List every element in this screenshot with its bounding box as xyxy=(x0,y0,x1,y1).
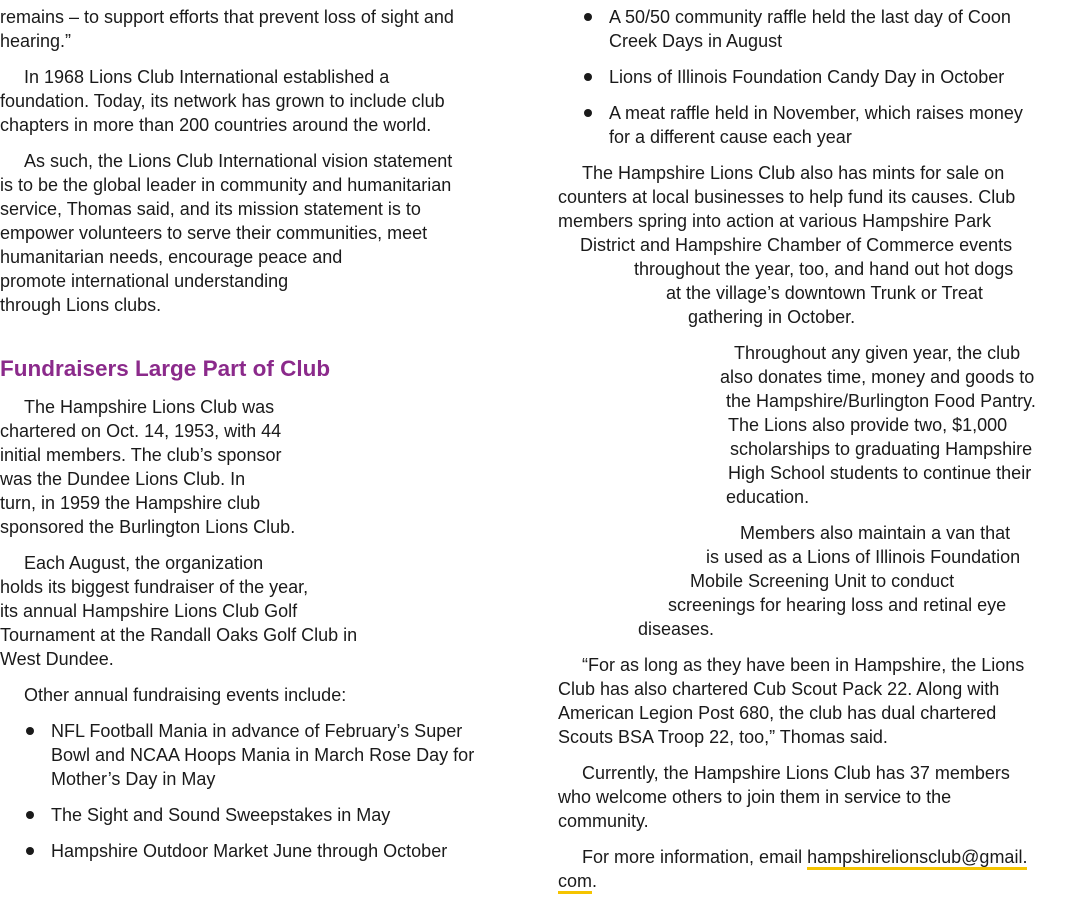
para-donates-line: Throughout any given year, the club xyxy=(734,343,1021,363)
para-chartered-line: sponsored the Burlington Lions Club. xyxy=(0,517,296,537)
para-donates-line: also donates time, money and goods to xyxy=(720,367,1035,387)
para-vision-line: service, Thomas said, and its mission st… xyxy=(0,199,421,219)
bullet-item-line: Hampshire Outdoor Market June through Oc… xyxy=(51,841,448,861)
para-cub-line: American Legion Post 680, the club has d… xyxy=(558,703,997,723)
para-cub-line: “For as long as they have been in Hampsh… xyxy=(582,655,1025,675)
email-link[interactable]: hampshirelionsclub@gmail. xyxy=(807,847,1028,870)
para-vision-line: As such, the Lions Club International vi… xyxy=(24,151,453,171)
para-1968-line: foundation. Today, its network has grown… xyxy=(0,91,445,111)
para-van-line: is used as a Lions of Illinois Foundatio… xyxy=(706,547,1021,567)
para-van-line: Mobile Screening Unit to conduct xyxy=(690,571,955,591)
para-members-line: community. xyxy=(558,811,649,831)
para-members-line: Currently, the Hampshire Lions Club has … xyxy=(582,763,1010,783)
para-chartered-line: turn, in 1959 the Hampshire club xyxy=(0,493,261,513)
bullet-item-line: NFL Football Mania in advance of Februar… xyxy=(51,721,463,741)
para-vision-line: through Lions clubs. xyxy=(0,295,162,315)
bullet-dot xyxy=(584,13,592,21)
bullet-dot xyxy=(26,811,34,819)
para-august-line: holds its biggest fundraiser of the year… xyxy=(0,577,309,597)
section-heading: Fundraisers Large Part of Club xyxy=(0,356,331,381)
para-intro-line: hearing.” xyxy=(0,31,72,51)
bullet-item-line: Mother’s Day in May xyxy=(51,769,216,789)
para-chartered-line: chartered on Oct. 14, 1953, with 44 xyxy=(0,421,282,441)
para-van-line: screenings for hearing loss and retinal … xyxy=(668,595,1007,615)
para-vision-line: empower volunteers to serve their commun… xyxy=(0,223,428,243)
para-mints-line: at the village’s downtown Trunk or Treat xyxy=(666,283,983,303)
para-1968-line: chapters in more than 200 countries arou… xyxy=(0,115,432,135)
para-van-line: Members also maintain a van that xyxy=(740,523,1011,543)
email-link-continued[interactable]: com xyxy=(558,871,593,894)
bullet-item-line: for a different cause each year xyxy=(609,127,852,147)
para-august-line: its annual Hampshire Lions Club Golf xyxy=(0,601,298,621)
bullet-item-line: Bowl and NCAA Hoops Mania in March Rose … xyxy=(51,745,475,765)
para-august-line: Each August, the organization xyxy=(24,553,264,573)
para-chartered-line: was the Dundee Lions Club. In xyxy=(0,469,246,489)
para-vision-line: is to be the global leader in community … xyxy=(0,175,452,195)
contact-line: For more information, email hampshirelio… xyxy=(582,845,1028,870)
contact-suffix: . xyxy=(592,871,598,891)
para-august-line: Tournament at the Randall Oaks Golf Club… xyxy=(0,625,358,645)
para-1968-line: In 1968 Lions Club International establi… xyxy=(24,67,390,87)
bullet-item-line: Lions of Illinois Foundation Candy Day i… xyxy=(609,67,1005,87)
para-chartered-line: The Hampshire Lions Club was xyxy=(24,397,275,417)
para-members-line: who welcome others to join them in servi… xyxy=(558,787,952,807)
para-mints-line: members spring into action at various Ha… xyxy=(558,211,992,231)
para-cub-line: Scouts BSA Troop 22, too,” Thomas said. xyxy=(558,727,888,747)
para-vision-line: humanitarian needs, encourage peace and xyxy=(0,247,343,267)
contact-line: com. xyxy=(558,869,598,894)
para-van-line: diseases. xyxy=(638,619,715,639)
bullet-item-line: Creek Days in August xyxy=(609,31,783,51)
bullet-dot xyxy=(584,109,592,117)
para-donates-line: the Hampshire/Burlington Food Pantry. xyxy=(726,391,1036,411)
para-august-line: West Dundee. xyxy=(0,649,114,669)
para-other-line: Other annual fundraising events include: xyxy=(24,685,347,705)
bullet-item-line: A 50/50 community raffle held the last d… xyxy=(609,7,1011,27)
bullet-dot xyxy=(584,73,592,81)
bullet-item-line: The Sight and Sound Sweepstakes in May xyxy=(51,805,391,825)
para-mints-line: counters at local businesses to help fun… xyxy=(558,187,1016,207)
para-mints-line: The Hampshire Lions Club also has mints … xyxy=(582,163,1005,183)
para-donates-line: education. xyxy=(726,487,810,507)
para-donates-line: High School students to continue their xyxy=(728,463,1032,483)
bullet-item-line: A meat raffle held in November, which ra… xyxy=(609,103,1023,123)
para-mints-line: gathering in October. xyxy=(688,307,856,327)
para-intro-line: remains – to support efforts that preven… xyxy=(0,7,454,27)
para-donates-line: scholarships to graduating Hampshire xyxy=(730,439,1033,459)
contact-prefix: For more information, email xyxy=(582,847,808,867)
para-donates-line: The Lions also provide two, $1,000 xyxy=(728,415,1008,435)
para-mints-line: District and Hampshire Chamber of Commer… xyxy=(580,235,1013,255)
bullet-dot xyxy=(26,727,34,735)
para-vision-line: promote international understanding xyxy=(0,271,289,291)
para-mints-line: throughout the year, too, and hand out h… xyxy=(634,259,1014,279)
para-chartered-line: initial members. The club’s sponsor xyxy=(0,445,282,465)
para-cub-line: Club has also chartered Cub Scout Pack 2… xyxy=(558,679,1000,699)
bullet-dot xyxy=(26,847,34,855)
